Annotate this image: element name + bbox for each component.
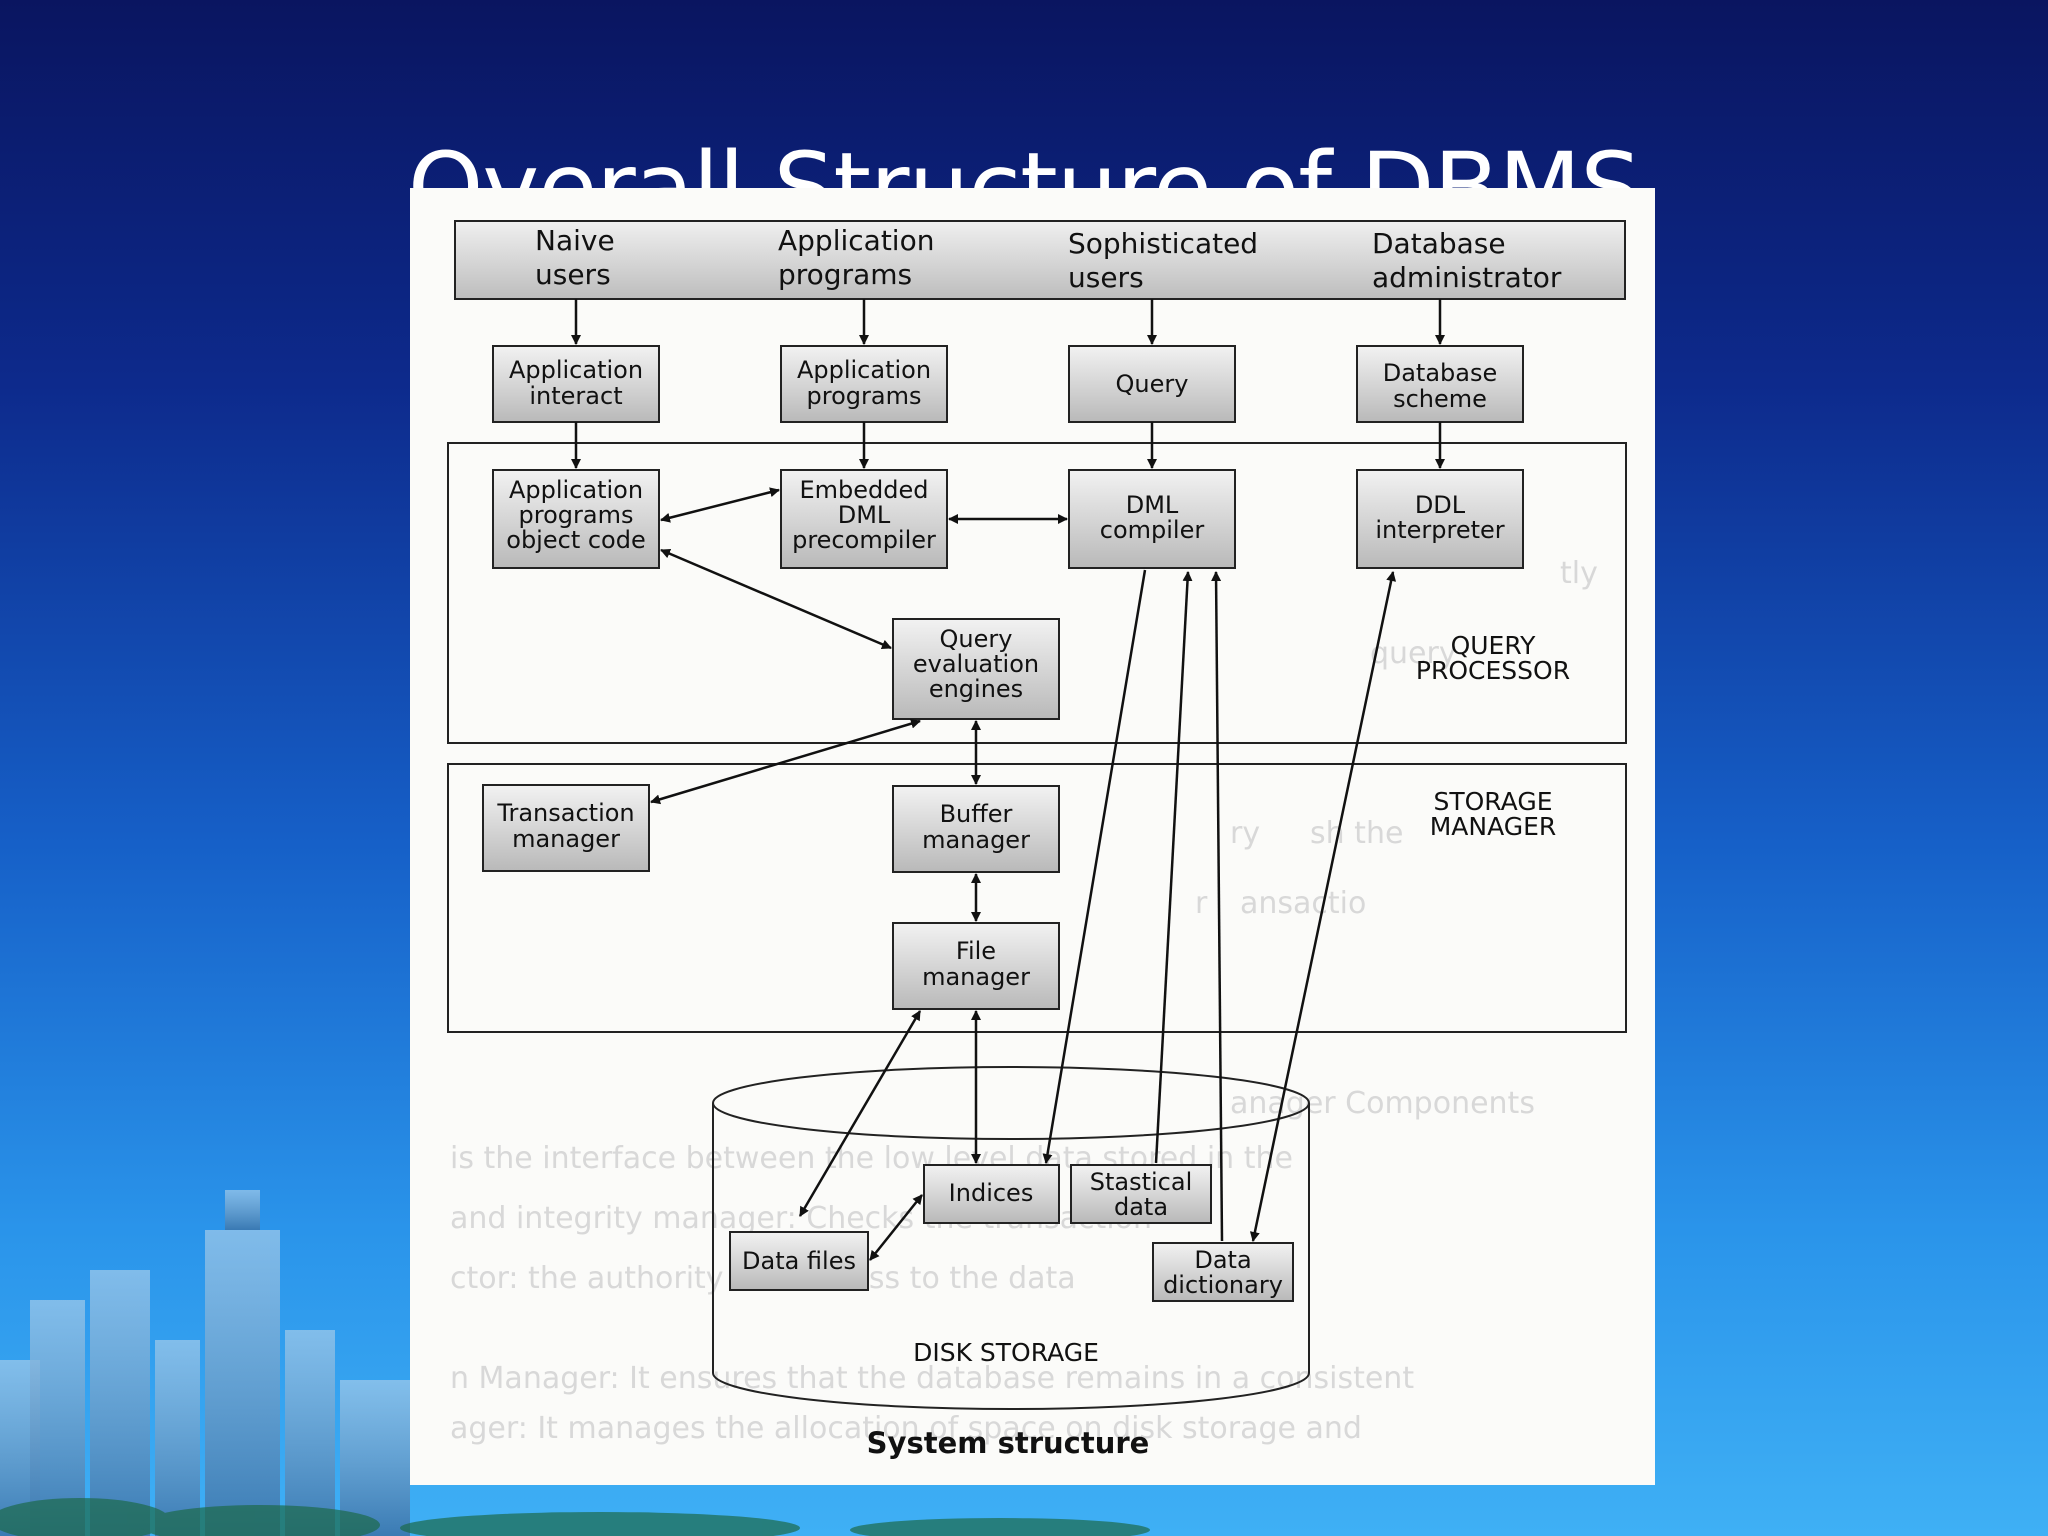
application-interact-box: Application interact bbox=[492, 345, 660, 423]
arrow-object-code-embedded bbox=[660, 487, 780, 523]
svg-text:compiler: compiler bbox=[1100, 516, 1205, 544]
svg-text:Indices: Indices bbox=[949, 1179, 1034, 1207]
svg-text:DML: DML bbox=[1126, 491, 1179, 519]
svg-text:tly: tly bbox=[1560, 556, 1598, 591]
svg-text:precompiler: precompiler bbox=[792, 526, 936, 554]
svg-text:Application: Application bbox=[797, 356, 931, 384]
svg-text:ansactio: ansactio bbox=[1240, 886, 1366, 921]
svg-text:dictionary: dictionary bbox=[1163, 1271, 1283, 1299]
svg-text:programs: programs bbox=[519, 501, 634, 529]
diagram-arrows bbox=[571, 299, 1445, 1261]
svg-text:scheme: scheme bbox=[1393, 385, 1487, 413]
dml-compiler-box: DML compiler bbox=[1068, 469, 1236, 569]
svg-text:interact: interact bbox=[529, 382, 622, 410]
arrow-datafiles-indices bbox=[869, 1194, 923, 1261]
svg-text:DML: DML bbox=[838, 501, 891, 529]
buffer-manager-box: Buffer manager bbox=[892, 785, 1060, 873]
arrow-dml-to-indices bbox=[1042, 569, 1147, 1164]
arrow-query-eval-transaction bbox=[650, 718, 921, 805]
svg-text:engines: engines bbox=[929, 675, 1023, 703]
storage-manager-region: STORAGE MANAGER bbox=[447, 763, 1627, 1033]
arrow-dictionary-to-dml bbox=[1211, 571, 1224, 1242]
user-app-programs-line1: Application bbox=[778, 224, 934, 257]
svg-text:manager: manager bbox=[922, 963, 1030, 991]
disk-storage-cylinder: DISK STORAGE bbox=[712, 1066, 1310, 1410]
user-dba-line1: Database bbox=[1372, 227, 1506, 260]
svg-text:Application: Application bbox=[509, 476, 643, 504]
query-box: Query bbox=[1068, 345, 1236, 423]
query-processor-label-2: PROCESSOR bbox=[1416, 656, 1570, 685]
storage-manager-label-2: MANAGER bbox=[1430, 812, 1557, 841]
svg-text:programs: programs bbox=[807, 382, 922, 410]
user-naive-line1: Naive bbox=[535, 224, 615, 257]
svg-text:anager Components: anager Components bbox=[1230, 1086, 1535, 1121]
svg-text:interpreter: interpreter bbox=[1375, 516, 1504, 544]
application-programs-box: Application programs bbox=[780, 345, 948, 423]
svg-text:Query: Query bbox=[940, 625, 1013, 653]
svg-text:evaluation: evaluation bbox=[913, 650, 1039, 678]
disk-storage-label: DISK STORAGE bbox=[913, 1338, 1099, 1367]
ddl-interpreter-box: DDL interpreter bbox=[1356, 469, 1524, 569]
arrow-statistical-to-dml-1 bbox=[1154, 571, 1193, 1164]
figure-caption: System structure bbox=[867, 1426, 1150, 1460]
user-sophisticated-line1: Sophisticated bbox=[1068, 227, 1258, 260]
svg-text:Embedded: Embedded bbox=[799, 476, 928, 504]
svg-text:Transaction: Transaction bbox=[496, 799, 634, 827]
svg-text:manager: manager bbox=[512, 825, 620, 853]
user-app-programs-line2: programs bbox=[778, 258, 912, 291]
svg-text:File: File bbox=[956, 937, 996, 965]
indices-box: Indices bbox=[923, 1164, 1060, 1224]
query-processor-label: QUERY bbox=[1451, 631, 1537, 660]
svg-text:ager: It manages the allocatio: ager: It manages the allocation of space… bbox=[450, 1411, 1362, 1446]
app-object-code-box: Application programs object code bbox=[492, 469, 660, 569]
user-sophisticated-line2: users bbox=[1068, 261, 1144, 294]
arrow-object-code-query-eval bbox=[660, 548, 892, 650]
svg-text:Database: Database bbox=[1383, 359, 1498, 387]
svg-text:Stastical: Stastical bbox=[1090, 1168, 1193, 1196]
svg-text:manager: manager bbox=[922, 826, 1030, 854]
arrow-file-datafiles bbox=[798, 1010, 922, 1217]
database-scheme-box: Database scheme bbox=[1356, 345, 1524, 423]
svg-text:r: r bbox=[1195, 886, 1208, 921]
svg-text:Data: Data bbox=[1194, 1246, 1251, 1274]
data-files-box: Data files bbox=[729, 1231, 869, 1291]
svg-text:Data files: Data files bbox=[742, 1247, 856, 1275]
dbms-structure-figure: ms. tly query ry sh the r ansactio anage… bbox=[410, 188, 1655, 1485]
users-band: Naive users Application programs Sophist… bbox=[454, 220, 1626, 300]
svg-text:Buffer: Buffer bbox=[940, 800, 1013, 828]
svg-text:DDL: DDL bbox=[1415, 491, 1466, 519]
svg-text:data: data bbox=[1114, 1193, 1168, 1221]
svg-text:Query: Query bbox=[1116, 370, 1189, 398]
dbms-diagram: ms. tly query ry sh the r ansactio anage… bbox=[447, 220, 1627, 1460]
data-dictionary-box: Data dictionary bbox=[1152, 1242, 1294, 1302]
query-processor-region: QUERY PROCESSOR bbox=[447, 442, 1627, 744]
user-dba-line2: administrator bbox=[1372, 261, 1562, 294]
transaction-manager-box: Transaction manager bbox=[482, 784, 650, 872]
embedded-dml-box: Embedded DML precompiler bbox=[780, 469, 948, 569]
query-evaluation-box: Query evaluation engines bbox=[892, 618, 1060, 720]
statistical-data-box: Stastical data bbox=[1070, 1164, 1212, 1224]
user-naive-line2: users bbox=[535, 258, 611, 291]
storage-manager-label: STORAGE bbox=[1433, 787, 1552, 816]
svg-text:ry: ry bbox=[1230, 816, 1260, 851]
file-manager-box: File manager bbox=[892, 922, 1060, 1010]
arrow-ddl-dictionary bbox=[1249, 571, 1397, 1242]
svg-text:n Manager: It ensures that the: n Manager: It ensures that the database … bbox=[450, 1361, 1414, 1396]
svg-text:object code: object code bbox=[506, 526, 645, 554]
svg-text:Application: Application bbox=[509, 356, 643, 384]
svg-text:sh the: sh the bbox=[1310, 816, 1403, 851]
